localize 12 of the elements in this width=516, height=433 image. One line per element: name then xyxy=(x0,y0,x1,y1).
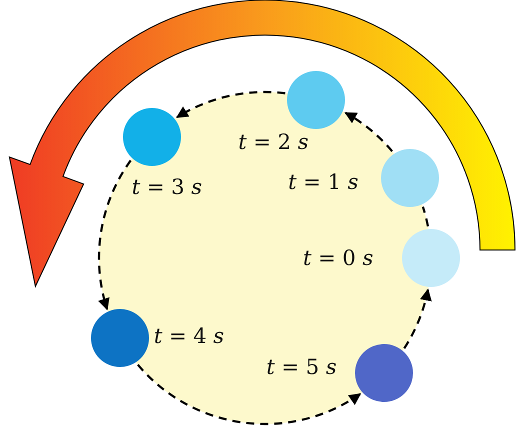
arrow xyxy=(403,288,432,349)
time-label: t = 1 s xyxy=(288,170,358,194)
arrow xyxy=(137,364,362,426)
time-label: t = 4 s xyxy=(154,324,224,348)
path-line xyxy=(422,206,430,227)
arrow xyxy=(98,160,132,310)
time-label: t = 2 s xyxy=(238,130,308,154)
arrow xyxy=(176,91,286,118)
time-label: t = 0 s xyxy=(303,246,374,270)
arrow xyxy=(344,112,393,152)
time-label: t = 3 s xyxy=(132,174,202,199)
time-label: t = 5 s xyxy=(266,355,337,380)
